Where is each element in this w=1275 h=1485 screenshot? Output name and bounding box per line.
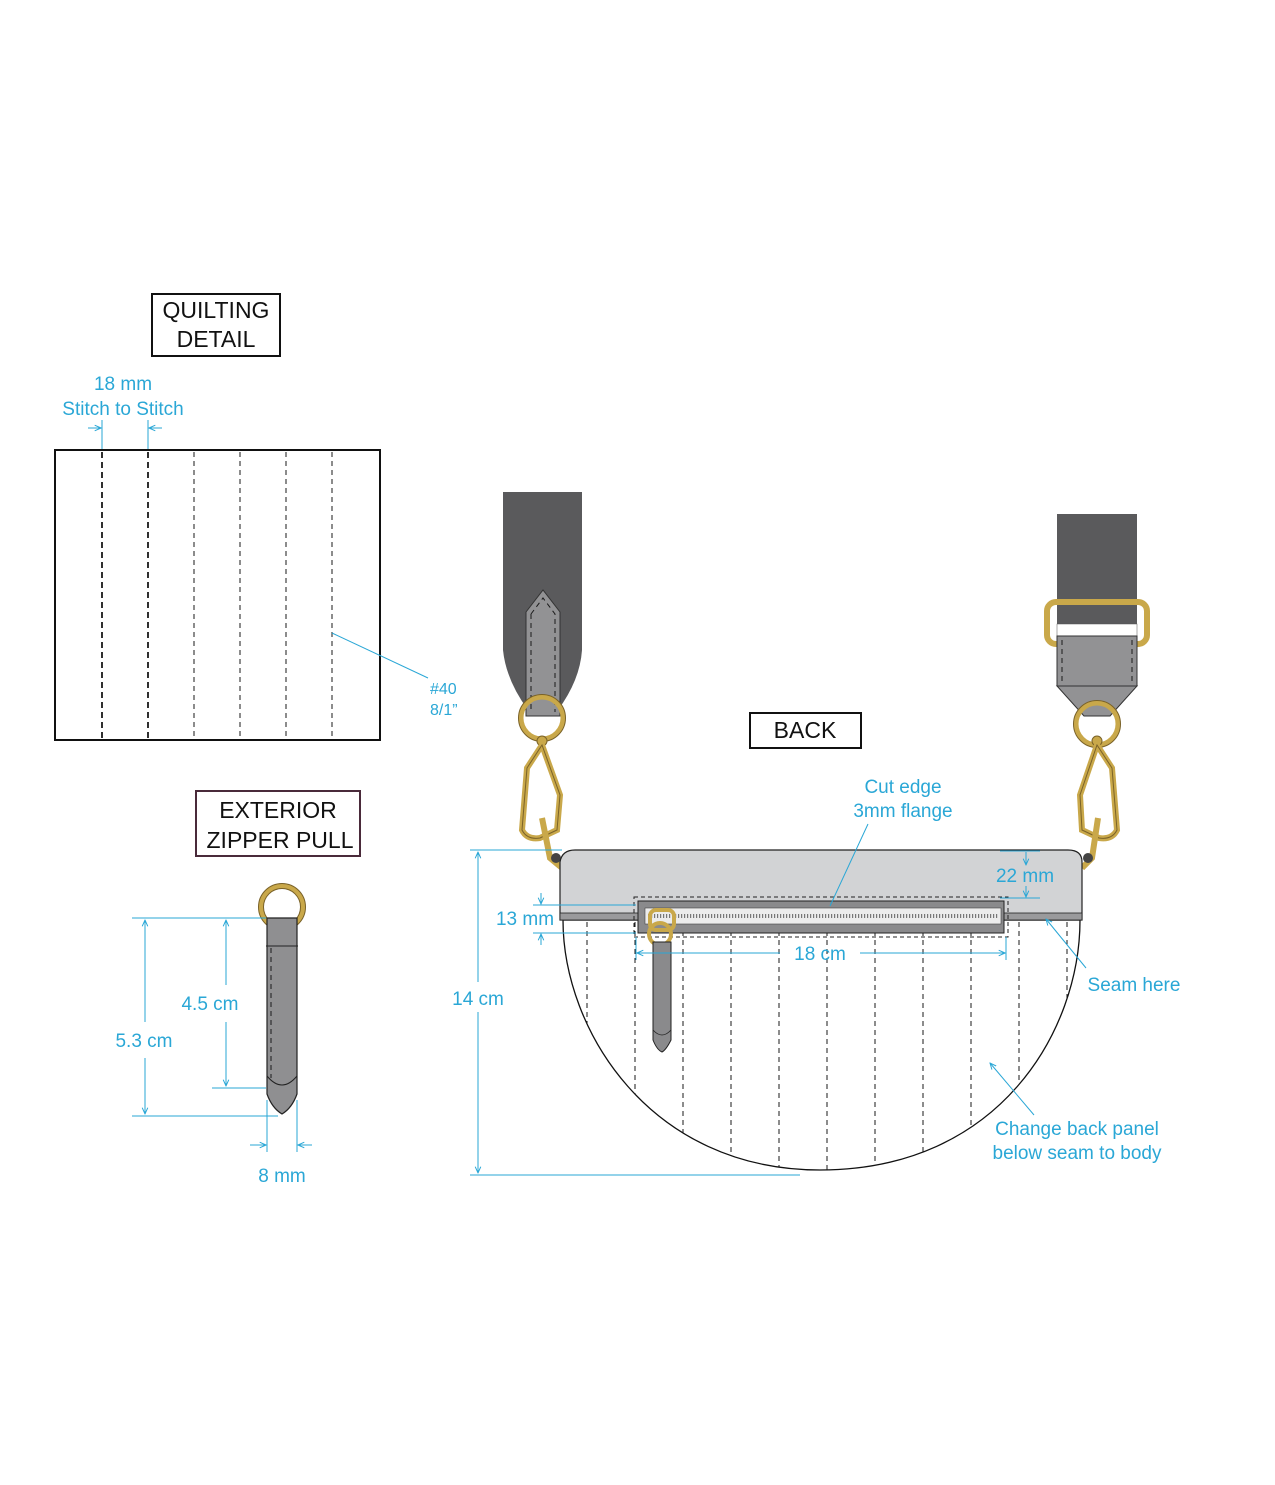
zipper-pull-detail: EXTERIOR ZIPPER PULL 4.5 cm 5.3 cm 8 mm (115, 790, 361, 1187)
quilting-title-box (151, 293, 281, 357)
cut-edge-label-line2: 3mm flange (853, 801, 952, 822)
stitch-spacing-value: 18 mm (94, 374, 152, 395)
zipper-pull-title-box (195, 790, 361, 857)
bag-height-dimension: 14 cm (452, 989, 504, 1010)
thread-leader-line (331, 632, 429, 679)
pull-inner-length-label: 4.5 cm (181, 994, 238, 1015)
back-zipper (633, 896, 1009, 1053)
thread-spec-line1: #40 (430, 681, 457, 698)
zipper-pull-tab (266, 917, 298, 1115)
zipper-offset-dimension: 13 mm (496, 909, 554, 930)
pull-width-label: 8 mm (258, 1166, 306, 1187)
zipper-slider-tab (652, 941, 672, 1053)
quilting-detail: QUILTING DETAIL 18 mm Stitch to Stitch #… (54, 293, 458, 741)
quilting-title-line2: DETAIL (177, 326, 256, 352)
stitch-spacing-desc: Stitch to Stitch (62, 399, 183, 420)
quilting-swatch (54, 449, 381, 741)
panel-note-line1: Change back panel (995, 1119, 1159, 1140)
seam-leader (1046, 919, 1087, 969)
cut-edge-label-line1: Cut edge (864, 777, 941, 798)
quilting-title-line1: QUILTING (163, 297, 270, 323)
zipper-pull-title-line2: ZIPPER PULL (207, 827, 354, 853)
back-view: BACK (452, 492, 1181, 1176)
top-band-dimension: 22 mm (996, 866, 1054, 887)
bag-body-bowl (562, 919, 1081, 1171)
pull-total-length-label: 5.3 cm (115, 1031, 172, 1052)
back-title: BACK (774, 717, 837, 743)
back-title-box (749, 712, 862, 749)
cut-edge-leader (829, 823, 869, 907)
zipper-length-dimension: 18 cm (794, 944, 846, 965)
right-strap (1044, 514, 1150, 871)
panel-note-leader (990, 1063, 1035, 1116)
left-strap (503, 492, 582, 871)
panel-note-line2: below seam to body (993, 1143, 1162, 1164)
seam-note: Seam here (1088, 975, 1181, 996)
thread-spec-line2: 8/1” (430, 702, 458, 719)
zipper-pull-title-line1: EXTERIOR (219, 797, 337, 823)
